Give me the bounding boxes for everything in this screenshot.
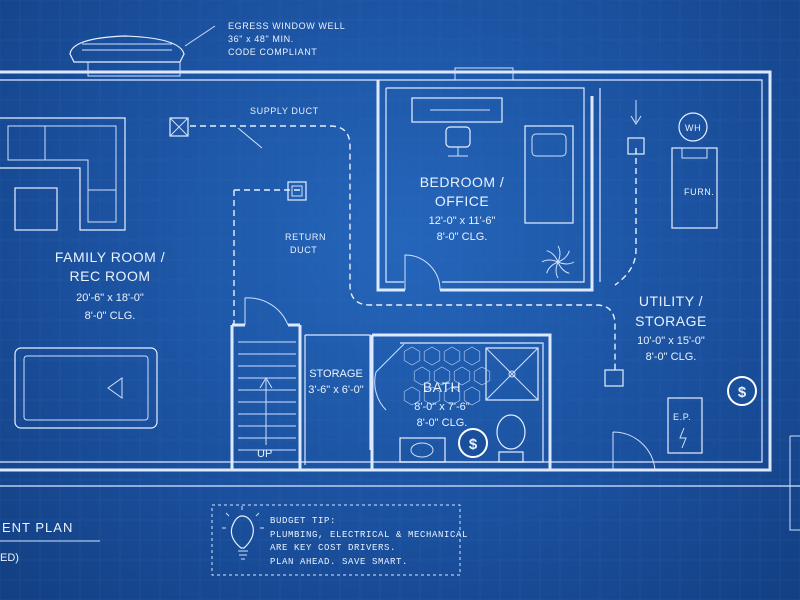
storage-size: 3'-6" x 6'-0" — [308, 384, 364, 396]
bedroom-size: 12'-0" x 11'-6" — [429, 215, 496, 227]
family-room-size: 20'-6" x 18'-0" — [76, 292, 144, 304]
desk — [411, 97, 503, 123]
exterior-walls — [0, 70, 800, 487]
bedroom-label: BEDROOM / OFFICE 12'-0" x 11'-6" 8'-0" C… — [420, 174, 505, 243]
bed — [524, 125, 574, 224]
storage-name: STORAGE — [309, 368, 363, 380]
bath-walls — [370, 333, 552, 470]
storage-label: STORAGE 3'-6" x 6'-0" — [308, 368, 364, 396]
family-room-name-1: FAMILY ROOM / — [55, 249, 165, 265]
storage-walls — [304, 334, 371, 465]
utility-duct-arrow — [630, 100, 642, 125]
bath-label: BATH 8'-0" x 7'-6" 8'-0" CLG. — [414, 379, 470, 429]
egress-note: EGRESS WINDOW WELL 36" x 48" MIN. CODE C… — [184, 21, 345, 57]
desk-chair — [445, 126, 471, 157]
shower — [485, 347, 539, 401]
bath-name: BATH — [423, 379, 461, 395]
utility-floor-register — [604, 369, 624, 387]
bedroom-window — [454, 67, 514, 81]
electrical-panel-label: E.P. — [673, 412, 691, 422]
bath-ceiling: 8'-0" CLG. — [417, 417, 468, 429]
pool-table — [14, 347, 158, 429]
utility-size: 10'-0" x 15'-0" — [637, 335, 705, 347]
budget-tip-line-3: PLAN AHEAD. SAVE SMART. — [270, 557, 408, 567]
stair-walls — [230, 323, 302, 470]
plan-title: ENT PLAN — [2, 520, 73, 535]
egress-window-well — [69, 35, 185, 77]
ottoman — [14, 187, 58, 231]
vanity-sink — [399, 437, 446, 463]
utility-door — [612, 431, 656, 471]
utility-ceiling: 8'-0" CLG. — [646, 351, 697, 363]
utility-label: UTILITY / STORAGE 10'-0" x 15'-0" 8'-0" … — [635, 293, 707, 363]
bedroom-ceiling: 8'-0" CLG. — [437, 231, 488, 243]
bedroom-name-2: OFFICE — [435, 193, 489, 209]
budget-tip: BUDGET TIP: PLUMBING, ELECTRICAL & MECHA… — [211, 504, 468, 576]
water-heater-label: WH — [685, 123, 701, 133]
sectional-sofa — [0, 117, 126, 231]
stair-door — [244, 297, 289, 326]
furnace-label: FURN. — [684, 187, 715, 197]
toilet — [496, 414, 526, 463]
supply-duct-leader — [237, 127, 263, 149]
cost-marker-utility: $ — [727, 376, 757, 406]
family-room-ceiling: 8'-0" CLG. — [85, 310, 136, 322]
tile-pattern — [403, 346, 491, 406]
supply-duct — [190, 125, 637, 370]
electrical-panel: E.P. — [667, 397, 703, 454]
cost-marker-bath: $ — [458, 428, 488, 458]
return-duct-label-2: DUCT — [290, 245, 317, 255]
budget-tip-title: BUDGET TIP: — [270, 516, 336, 526]
plant — [541, 245, 575, 279]
stair-arrow — [259, 377, 273, 445]
budget-tip-line-1: PLUMBING, ELECTRICAL & MECHANICAL — [270, 530, 468, 540]
egress-note-line-2: 36" x 48" MIN. — [228, 34, 294, 44]
bedroom-door — [404, 254, 441, 291]
utility-register — [627, 137, 645, 155]
bedroom-walls — [376, 80, 594, 292]
bedroom-name-1: BEDROOM / — [420, 174, 505, 190]
utility-name-2: STORAGE — [635, 313, 707, 329]
lightbulb-icon — [222, 506, 264, 560]
furnace: FURN. — [671, 147, 718, 229]
return-register — [287, 181, 307, 201]
family-room-name-2: REC ROOM — [70, 268, 151, 284]
water-heater: WH — [678, 112, 708, 142]
return-duct-label-1: RETURN — [285, 232, 326, 242]
dollar-icon: $ — [469, 436, 478, 453]
supply-duct-label: SUPPLY DUCT — [250, 106, 319, 116]
title-block: ENT PLAN ED) — [0, 520, 100, 564]
title-block-frame — [789, 435, 800, 531]
supply-register — [169, 117, 189, 137]
plan-subtitle: ED) — [0, 552, 19, 564]
stairs-up-label: UP — [257, 448, 272, 460]
utility-name-1: UTILITY / — [639, 293, 703, 309]
stairs — [238, 341, 296, 451]
family-room-label: FAMILY ROOM / REC ROOM 20'-6" x 18'-0" 8… — [55, 249, 165, 322]
budget-tip-line-2: ARE KEY COST DRIVERS. — [270, 543, 396, 553]
dollar-icon: $ — [738, 384, 747, 401]
egress-note-line-3: CODE COMPLIANT — [228, 47, 317, 57]
egress-note-line-1: EGRESS WINDOW WELL — [228, 21, 345, 31]
bath-door — [374, 343, 405, 411]
bath-size: 8'-0" x 7'-6" — [414, 401, 470, 413]
